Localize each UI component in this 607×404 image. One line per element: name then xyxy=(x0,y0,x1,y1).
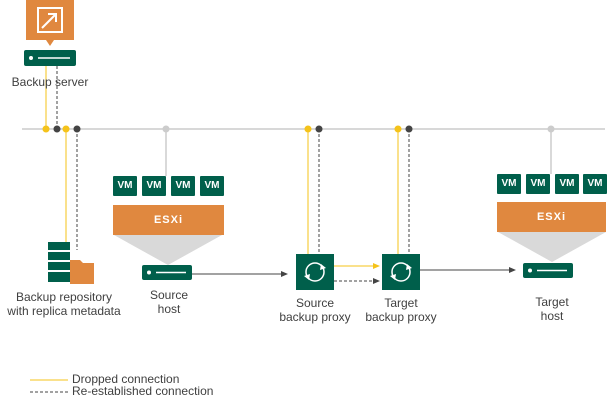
source-vm-4: VM xyxy=(200,176,224,196)
target-host-label-line1: Target xyxy=(535,295,569,309)
target-esxi-bar: ESXi xyxy=(497,202,606,232)
source-vm-1: VM xyxy=(113,176,137,196)
backup-server-icon xyxy=(24,0,76,66)
target-vm-1: VM xyxy=(497,174,521,194)
source-vm-3: VM xyxy=(171,176,195,196)
target-host-label-line2: host xyxy=(540,309,564,323)
target-host-icon xyxy=(523,263,573,278)
source-proxy-icon xyxy=(296,254,334,290)
backup-repository-label-line2: with replica metadata xyxy=(7,304,121,318)
source-esxi-funnel xyxy=(114,235,222,265)
flow-arrows xyxy=(192,263,516,284)
source-esxi-bar: ESXi xyxy=(113,205,224,235)
target-proxy-icon xyxy=(382,254,420,290)
source-host-label-line1: Source xyxy=(149,288,189,302)
backup-server-label: Backup server xyxy=(11,75,89,89)
target-proxy-label-line2: backup proxy xyxy=(365,310,437,324)
source-host-icon xyxy=(142,265,192,280)
backup-repository-label-line1: Backup repository xyxy=(15,290,113,304)
target-proxy-label-line1: Target xyxy=(384,296,418,310)
target-vm-2: VM xyxy=(526,174,550,194)
source-proxy-label-line2: backup proxy xyxy=(279,310,351,324)
target-vm-3: VM xyxy=(555,174,579,194)
legend-reestablished-label: Re-established connection xyxy=(72,384,214,398)
source-host-label-line2: host xyxy=(157,302,181,316)
legend-dropped-label: Dropped connection xyxy=(72,372,180,386)
target-esxi-funnel xyxy=(498,232,606,262)
source-vm-2: VM xyxy=(142,176,166,196)
source-proxy-label-line1: Source xyxy=(295,296,335,310)
network-dots xyxy=(42,125,555,133)
backup-repository-icon xyxy=(48,242,94,284)
target-vm-4: VM xyxy=(583,174,607,194)
